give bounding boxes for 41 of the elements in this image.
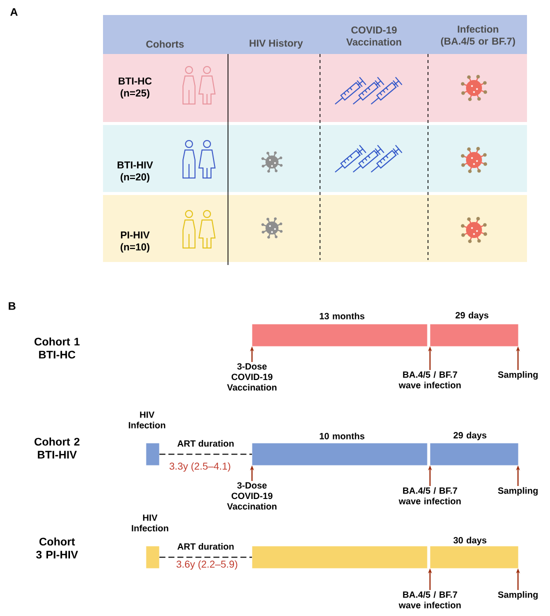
timeline-bar xyxy=(146,443,160,466)
event-label: HIV Infection xyxy=(128,412,166,428)
column-header: COVID-19 Vaccination xyxy=(346,26,402,46)
cohort-label: PI-HIV (n=10) xyxy=(120,232,150,252)
panel-label: A xyxy=(10,8,18,16)
duration-label: 10 months xyxy=(320,432,364,440)
event-label: BA.4/5 / BF.7 wave infection xyxy=(398,591,461,608)
timeline-bar xyxy=(252,324,428,346)
event-label: Sampling xyxy=(498,591,538,600)
dashed-line xyxy=(158,556,252,558)
duration-value: 3.6y (2.2–5.9) xyxy=(176,560,238,570)
panel-label: B xyxy=(8,302,16,310)
cohort-title: Cohort 3 PI-HIV xyxy=(36,537,78,559)
duration-label: 13 months xyxy=(320,312,364,320)
event-label: HIV Infection xyxy=(132,514,168,532)
dashed-line xyxy=(158,454,252,455)
duration-label: 29 days xyxy=(456,312,488,320)
column-header: Cohorts xyxy=(146,40,184,48)
event-label: Sampling xyxy=(498,487,538,496)
timeline-bar xyxy=(252,443,428,466)
edge-label: ART duration xyxy=(177,440,234,447)
event-label: BA.4/5 / BF.7 wave infection xyxy=(398,371,461,388)
event-label: Sampling xyxy=(498,371,538,380)
event-label: 3-Dose COVID-19 Vaccination xyxy=(227,363,276,391)
timeline-bar xyxy=(430,324,518,346)
timeline-bar xyxy=(430,443,518,466)
column-header: HIV History xyxy=(250,39,303,49)
timeline-bar xyxy=(252,546,428,568)
edge-label: ART duration xyxy=(177,543,234,550)
event-label: 3-Dose COVID-19 Vaccination xyxy=(227,482,276,510)
duration-value: 3.3y (2.5–4.1) xyxy=(170,462,230,472)
duration-label: 29 days xyxy=(454,432,486,440)
timeline-bar xyxy=(146,546,160,568)
column-header: Infection (BA.4/5 or BF.7) xyxy=(441,25,516,47)
cohort-title: Cohort 1 BTI-HC xyxy=(34,337,80,359)
timeline-bar xyxy=(430,546,518,568)
cohort-label: BTI-HIV (n=20) xyxy=(118,162,153,182)
duration-label: 30 days xyxy=(453,536,486,546)
cohort-title: Cohort 2 BTI-HIV xyxy=(34,438,80,458)
event-label: BA.4/5 / BF.7 wave infection xyxy=(398,487,461,504)
cohort-label: BTI-HC (n=25) xyxy=(118,77,152,99)
